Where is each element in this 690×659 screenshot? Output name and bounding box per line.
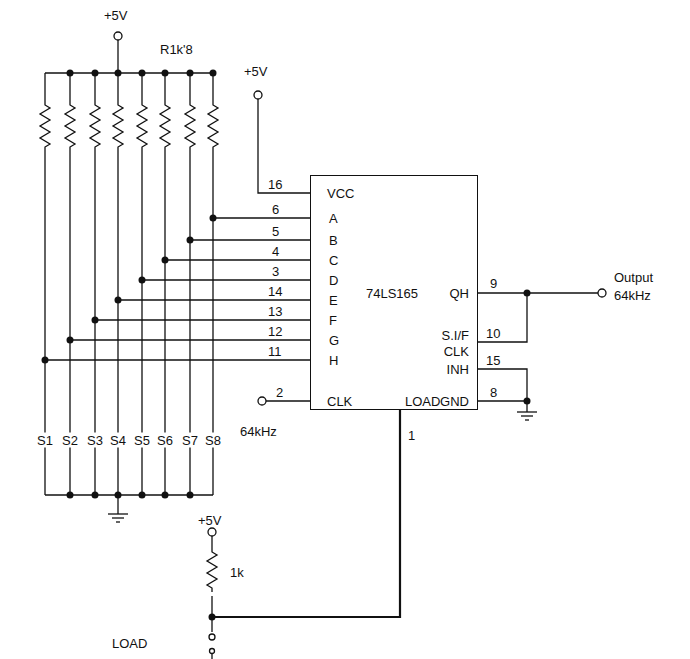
pin-number: 3 bbox=[272, 264, 279, 279]
wire bbox=[526, 401, 527, 412]
switch-label: S6 bbox=[156, 433, 174, 448]
pin-name: GND bbox=[440, 394, 469, 409]
ground-symbol bbox=[108, 514, 128, 522]
wire bbox=[213, 217, 310, 218]
pin-number: 4 bbox=[272, 244, 279, 259]
wire bbox=[118, 299, 310, 300]
part-label: R1k'8 bbox=[160, 42, 193, 57]
ground-symbol bbox=[517, 412, 537, 420]
pin-number: 8 bbox=[490, 385, 497, 400]
pin-number: 1 bbox=[408, 428, 415, 443]
wire bbox=[266, 400, 310, 401]
output-terminal bbox=[598, 289, 606, 297]
signal-label: 64kHz bbox=[240, 424, 277, 439]
resistor-symbol bbox=[207, 548, 217, 592]
wire bbox=[117, 495, 118, 514]
supply-label: +5V bbox=[244, 64, 268, 79]
pin-name: A bbox=[329, 211, 338, 226]
wire bbox=[211, 596, 212, 632]
supply-terminal bbox=[254, 91, 262, 99]
supply-label: +5V bbox=[104, 8, 128, 23]
pin-number: 11 bbox=[268, 344, 282, 359]
switch-contact bbox=[209, 634, 215, 640]
switch-label: S2 bbox=[61, 433, 79, 448]
wire bbox=[190, 239, 310, 240]
pin-name: CLK bbox=[327, 394, 352, 409]
ic-chip-box: VCCABCDEFGHCLK74LS165QHS.I/FCLKINHLOADGN… bbox=[310, 175, 478, 410]
pin-name: INH bbox=[447, 362, 469, 377]
pin-name: S.I/F bbox=[442, 328, 469, 343]
pin-name: QH bbox=[450, 286, 470, 301]
signal-label: Output bbox=[614, 270, 653, 285]
pin-name: F bbox=[329, 313, 337, 328]
switch-label: S5 bbox=[133, 433, 151, 448]
part-label: 1k bbox=[230, 565, 244, 580]
load-wire bbox=[212, 410, 400, 617]
switch-contact bbox=[210, 649, 215, 654]
pin-number: 16 bbox=[268, 177, 282, 192]
output-wire bbox=[478, 292, 598, 293]
pin-number: 5 bbox=[272, 224, 279, 239]
wire bbox=[258, 99, 310, 193]
pin-number: 12 bbox=[268, 324, 282, 339]
resistor-network bbox=[40, 73, 218, 495]
switch-label: S4 bbox=[109, 433, 127, 448]
signal-label: LOAD bbox=[112, 636, 147, 651]
supply-terminal bbox=[114, 32, 122, 40]
chip-part-number: 74LS165 bbox=[366, 286, 418, 301]
wire bbox=[478, 400, 527, 401]
wire bbox=[142, 279, 310, 280]
wire bbox=[165, 259, 310, 260]
switch-label: S8 bbox=[204, 433, 222, 448]
pin-name: CLK bbox=[444, 344, 469, 359]
pin-name: B bbox=[329, 233, 338, 248]
junction-dots bbox=[42, 70, 531, 621]
pin-name: C bbox=[329, 253, 338, 268]
wire bbox=[70, 339, 310, 340]
pin-number: 9 bbox=[490, 276, 497, 291]
wire bbox=[478, 369, 527, 401]
pin-name: E bbox=[329, 293, 338, 308]
wire bbox=[95, 319, 310, 320]
pin-name: G bbox=[329, 333, 339, 348]
pin-number: 14 bbox=[268, 284, 282, 299]
ground-bus bbox=[45, 494, 213, 495]
wire bbox=[478, 293, 527, 342]
pin-name: VCC bbox=[327, 186, 354, 201]
switch-label: S3 bbox=[86, 433, 104, 448]
pin-number: 6 bbox=[272, 202, 279, 217]
wire bbox=[45, 359, 310, 360]
pin-number: 15 bbox=[486, 353, 500, 368]
signal-label: 64kHz bbox=[614, 288, 651, 303]
switch-label: S1 bbox=[36, 433, 54, 448]
pin-name: H bbox=[329, 353, 338, 368]
pin-number: 13 bbox=[268, 304, 282, 319]
clock-terminal bbox=[258, 397, 266, 405]
pin-name: LOAD bbox=[405, 394, 440, 409]
pin-number: 10 bbox=[486, 326, 500, 341]
pin-name: D bbox=[329, 273, 338, 288]
supply-label: +5V bbox=[198, 513, 222, 528]
pin-number: 2 bbox=[276, 385, 283, 400]
wire bbox=[117, 40, 118, 73]
switch-label: S7 bbox=[181, 433, 199, 448]
wire bbox=[211, 536, 212, 548]
supply-terminal bbox=[208, 528, 216, 536]
